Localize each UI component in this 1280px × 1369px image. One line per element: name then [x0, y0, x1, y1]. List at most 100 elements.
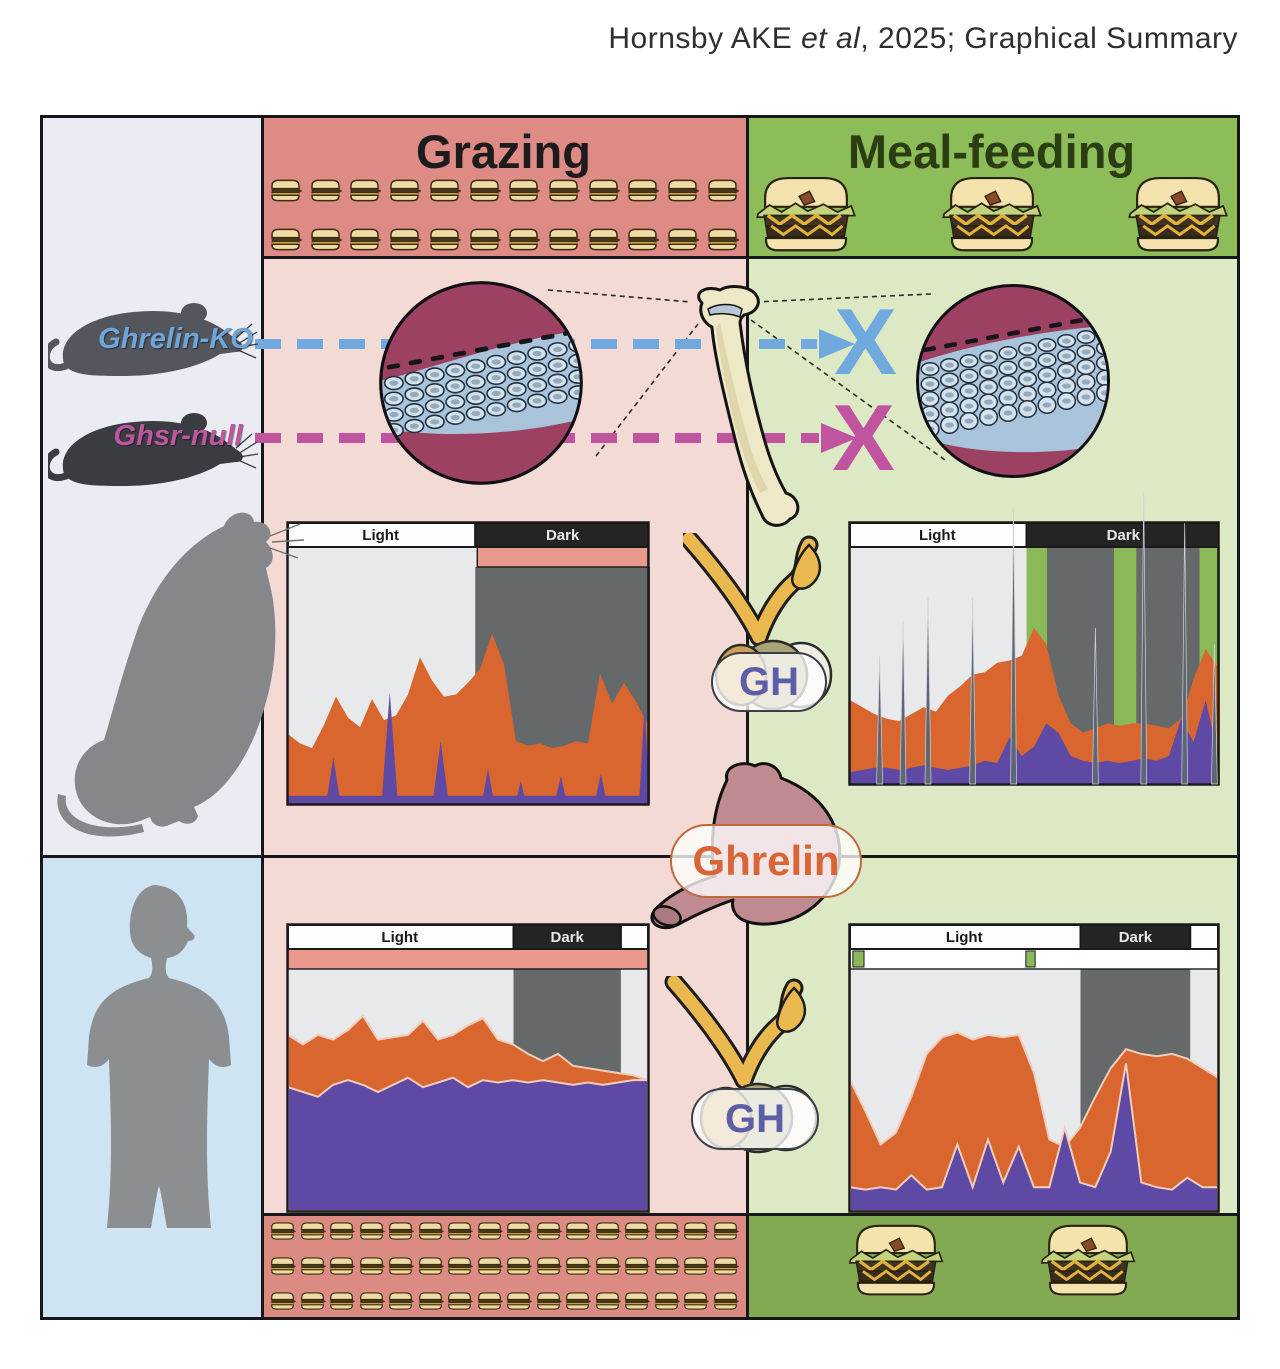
divider-rows	[43, 855, 1237, 858]
burger-icon	[389, 1257, 415, 1275]
burger-icon	[330, 1222, 356, 1240]
divider-vertical-sidebar	[261, 118, 264, 1317]
burger-icon	[359, 1257, 385, 1275]
burger-icon	[469, 179, 501, 202]
burger-icon	[595, 1257, 621, 1275]
ghsr-null-x-mark: X	[832, 385, 895, 490]
burger-icon	[655, 1257, 680, 1275]
burger-icon	[595, 1292, 621, 1310]
meal-feeding-column-title: Meal-feeding	[847, 125, 1136, 178]
burger-icon	[507, 1292, 533, 1310]
burger-icon	[1128, 177, 1228, 252]
svg-text:Light: Light	[946, 929, 983, 946]
burger-icon	[430, 228, 461, 251]
svg-text:Light: Light	[381, 929, 418, 946]
burger-icon	[668, 179, 700, 202]
burger-icon	[359, 1222, 385, 1240]
burger-icon	[655, 1292, 680, 1310]
burger-row	[269, 227, 739, 252]
burger-icon	[668, 228, 700, 251]
burger-icon	[625, 1257, 651, 1275]
burger-row	[269, 1256, 739, 1276]
burger-icon	[389, 1292, 415, 1310]
burger-icon	[628, 179, 660, 202]
burger-icon	[549, 228, 581, 251]
burger-icon	[708, 228, 739, 251]
svg-text:Dark: Dark	[1107, 527, 1141, 544]
burger-icon	[509, 228, 541, 251]
gh-chart-human-grazing: Light Dark	[286, 923, 650, 1213]
burger-icon	[448, 1222, 474, 1240]
burger-icon	[477, 1222, 503, 1240]
burger-icon	[300, 1222, 326, 1240]
gh-label-rodent: GH	[711, 652, 827, 712]
ghrelin-ko-mouse-silhouette	[48, 303, 258, 376]
burger-icon	[390, 179, 422, 202]
burger-row	[753, 172, 1231, 252]
burger-icon	[271, 1222, 296, 1240]
burger-icon	[684, 1292, 710, 1310]
burger-icon	[595, 1222, 621, 1240]
burger-icon	[477, 1292, 503, 1310]
burger-icon	[756, 177, 856, 252]
burger-icon	[509, 179, 541, 202]
ghsr-null-label: Ghsr-null	[113, 420, 243, 452]
burger-icon	[714, 1222, 739, 1240]
title-part1: Hornsby AKE	[608, 22, 802, 55]
meal-header-burgers	[753, 172, 1231, 254]
svg-text:Dark: Dark	[551, 929, 585, 946]
burger-icon	[469, 228, 501, 251]
burger-icon	[684, 1257, 710, 1275]
ghrelin-ko-label: Ghrelin-KO	[98, 323, 253, 355]
burger-icon	[389, 1222, 415, 1240]
burger-icon	[311, 179, 342, 202]
page-title: Hornsby AKE et al, 2025; Graphical Summa…	[0, 22, 1238, 56]
burger-icon	[390, 228, 422, 251]
burger-icon	[418, 1222, 444, 1240]
gh-chart-human-mealfeeding: Light Dark	[848, 923, 1220, 1213]
divider-vertical-columns	[746, 118, 749, 1317]
svg-text:Dark: Dark	[1119, 929, 1153, 946]
burger-icon	[625, 1222, 651, 1240]
gh-chart-rodent-mealfeeding: Light Dark	[848, 492, 1220, 786]
burger-icon	[655, 1222, 680, 1240]
burger-icon	[271, 228, 302, 251]
divider-footer	[261, 1213, 1237, 1216]
burger-icon	[300, 1257, 326, 1275]
burger-icon	[536, 1292, 562, 1310]
ghsr-null-mouse-silhouette	[48, 413, 258, 486]
grazing-header-burgers	[269, 178, 739, 252]
burger-icon	[350, 179, 382, 202]
burger-icon	[507, 1257, 533, 1275]
burger-icon	[848, 1224, 944, 1296]
title-part2: et al	[801, 22, 861, 55]
title-part3: , 2025; Graphical Summary	[860, 22, 1238, 55]
burger-icon	[418, 1292, 444, 1310]
burger-icon	[589, 179, 620, 202]
ghrelin-ko-arrowhead	[819, 329, 855, 359]
burger-icon	[271, 179, 302, 202]
burger-icon	[430, 179, 461, 202]
burger-icon	[477, 1257, 503, 1275]
burger-icon	[536, 1257, 562, 1275]
growth-plate-histology-grazing	[379, 281, 583, 485]
growth-plate-histology-mealfeeding	[916, 284, 1110, 478]
figure-frame: Grazing Meal-feeding X X	[40, 115, 1240, 1320]
burger-icon	[625, 1292, 651, 1310]
burger-icon	[359, 1292, 385, 1310]
burger-icon	[566, 1292, 592, 1310]
burger-icon	[330, 1257, 356, 1275]
burger-icon	[1040, 1224, 1136, 1296]
burger-icon	[628, 228, 660, 251]
burger-icon	[589, 228, 620, 251]
ghrelin-label: Ghrelin	[670, 824, 862, 898]
grazing-header-bg	[261, 118, 746, 256]
grazing-footer-burgers	[269, 1221, 739, 1311]
bone-illustration	[697, 285, 800, 527]
svg-text:Light: Light	[919, 527, 956, 544]
svg-text:Light: Light	[362, 527, 399, 544]
burger-icon	[714, 1257, 739, 1275]
pituitary-illustration-human	[664, 976, 818, 1154]
burger-icon	[271, 1292, 296, 1310]
burger-row	[269, 1291, 739, 1311]
